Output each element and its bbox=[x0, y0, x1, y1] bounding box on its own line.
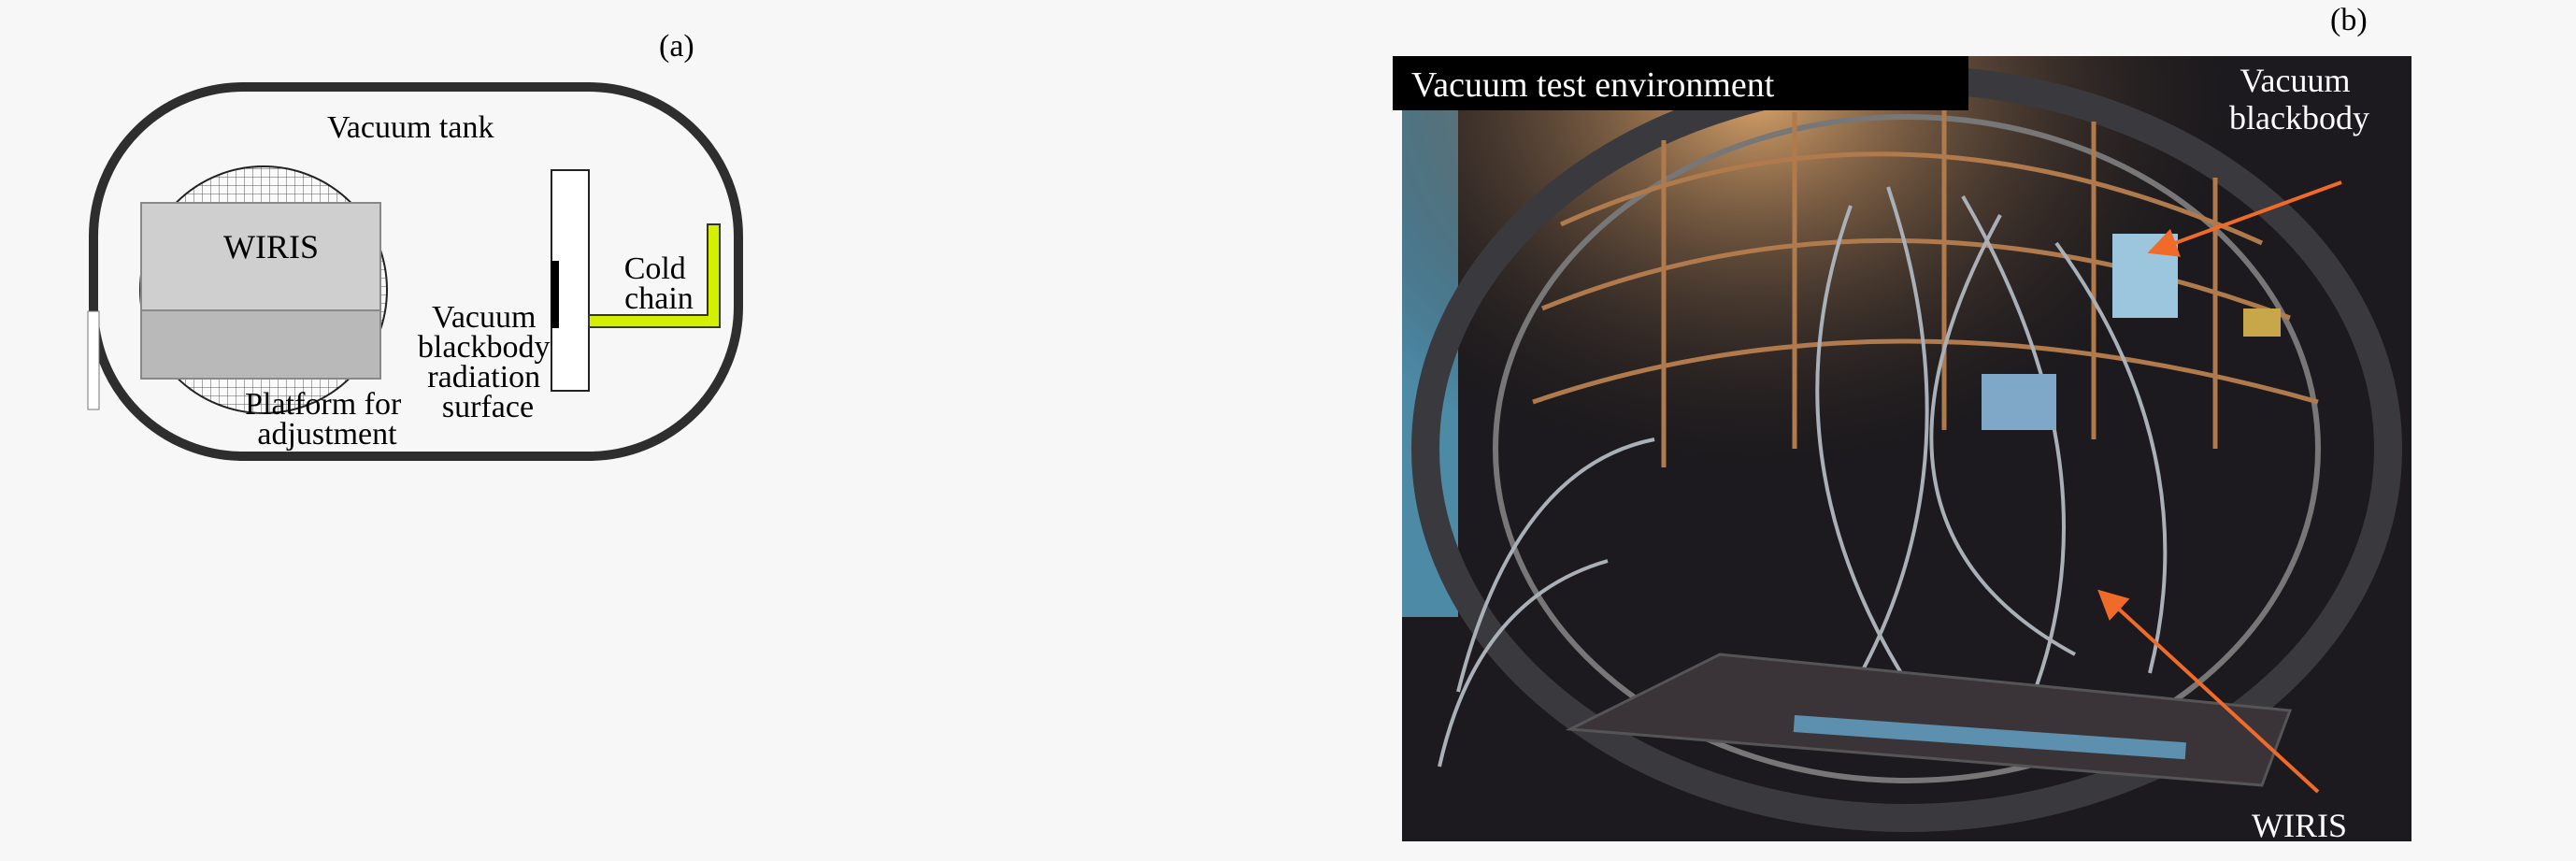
cold-chain-label: Cold chain bbox=[624, 251, 694, 316]
wiris-photo-label: WIRIS bbox=[2252, 807, 2347, 844]
vacuum-tank-label: Vacuum tank bbox=[327, 110, 494, 145]
tank-window bbox=[87, 310, 100, 410]
photo-title-background bbox=[1393, 56, 1968, 110]
chamber-inner-ring bbox=[1493, 114, 2321, 783]
panel-b-photo: (b) Vacuum test environment Vacuum black… bbox=[1393, 3, 2411, 844]
panel-b-label: (b) bbox=[2330, 3, 2368, 37]
blackbody-arrow bbox=[2147, 180, 2342, 257]
wiris-label: WIRIS bbox=[223, 228, 319, 265]
vacuum-tank-wall bbox=[89, 82, 743, 461]
panel-a-label: (a) bbox=[659, 29, 694, 64]
platform-label: Platform for adjustment bbox=[245, 387, 409, 452]
photo-title: Vacuum test environment bbox=[1411, 65, 1775, 105]
cold-chain bbox=[588, 223, 721, 328]
blackbody-radiation-surface bbox=[551, 261, 559, 328]
blackbody-photo-label: Vacuum blackbody bbox=[2229, 62, 2369, 136]
blackbody-surface-label: Vacuum blackbody radiation surface bbox=[418, 300, 558, 424]
wiris-instrument-top bbox=[140, 202, 381, 311]
wiris-instrument-bottom bbox=[140, 309, 381, 380]
panel-a-schematic: (a) Vacuum tank WIRIS Cold chain Vacuum … bbox=[87, 29, 743, 461]
vacuum-chamber-photo bbox=[1393, 56, 2411, 841]
wiris-arrow bbox=[2097, 589, 2320, 794]
